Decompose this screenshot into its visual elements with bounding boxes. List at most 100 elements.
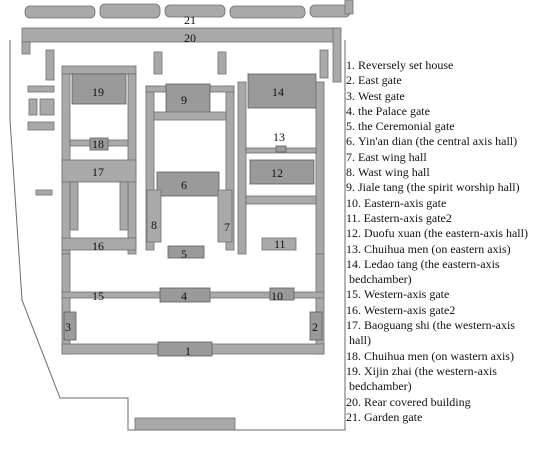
annex-block [27,85,55,93]
legend-text: Duofu xuan (the eastern-axis hall) [364,226,528,241]
legend-text: Xijin zhai (the western-axis [364,363,497,378]
annex-block [28,98,38,116]
plan-number-labels: 1 2 3 4 5 6 7 8 9 10 11 12 13 14 15 16 1… [65,13,318,358]
legend-item: 21.Garden gate [346,410,528,425]
plan-label-3: 3 [65,320,71,334]
annex-block [45,49,55,81]
rear-covered-building [21,27,342,83]
garden-rock [164,4,226,18]
legend-text: Reversely set house [358,58,454,72]
plan-label-13: 13 [273,130,285,144]
building-8 [146,189,162,243]
legend-index: 5. [346,119,355,134]
building-9 [165,83,211,115]
annex-block [27,121,55,131]
building-17 [61,159,137,183]
building-20 [21,27,341,43]
legend-index: 13. [346,241,361,256]
legend-item: 16.Western-axis gate2 [346,303,528,318]
legend-text: Western-axis gate [364,287,450,302]
garden-rock [24,5,96,19]
legend-index: 3. [346,88,355,103]
plan-label-1: 1 [185,344,191,358]
front-courtyard [61,253,325,357]
south-outbuilding [134,417,236,431]
legend-index: 10. [346,195,361,210]
building-7 [217,189,233,243]
plan-label-20: 20 [184,31,196,45]
legend-text: Chuihua men (on wastern axis) [364,348,514,363]
legend-index: 14. [346,256,361,271]
legend-index: 6. [346,134,355,149]
west-courtyard-wall [119,181,129,231]
plan-label-2: 2 [312,320,318,334]
legend-item: hall) [346,333,528,348]
legend-item: 19.Xijin zhai (the western-axis [346,364,528,379]
plan-label-12: 12 [271,166,283,180]
plan-label-8: 8 [151,218,157,232]
legend-item: 8.Wast wing hall [346,165,528,180]
legend-index: 11. [346,210,361,225]
legend-index: 20. [346,394,361,409]
building-13 [275,145,287,153]
legend-text: Western-axis gate2 [364,302,456,317]
west-top-wall [61,65,137,75]
annex-block [39,98,55,116]
legend-index: 19. [346,363,361,378]
building-3 [63,311,77,341]
building-6 [156,171,220,197]
legend-index: 21. [346,409,361,424]
garden-post [344,0,354,15]
building-4 [159,287,211,303]
eastern-axis [237,73,325,255]
plan-label-10: 10 [271,289,283,303]
west-annex [27,49,329,196]
plan-label-14: 14 [272,85,284,99]
legend-text: Garden gate [364,409,423,424]
legend-item: 11.Eastern-axis gate2 [346,211,528,226]
legend-text: the Ceremonial gate [358,119,455,134]
legend-index: 2. [346,73,355,88]
plan-label-4: 4 [181,289,187,303]
legend-item: 20.Rear covered building [346,395,528,410]
legend-item: 5.the Ceremonial gate [346,119,528,134]
legend-index: 12. [346,226,361,241]
building-14 [247,73,317,109]
central-inner-wall [153,111,227,121]
plan-label-11: 11 [274,237,286,251]
building-2 [309,311,323,341]
legend-text: hall) [349,333,371,348]
legend-item: 18.Chuihua men (on wastern axis) [346,349,528,364]
legend-text: Jiale tang (the spirit worship hall) [358,180,520,195]
legend-item: 10.Eastern-axis gate [346,196,528,211]
building-5 [167,245,205,259]
western-axis [61,65,137,255]
legend-item: 1.Reversely set house [346,58,528,73]
annex-block [319,49,329,79]
building-10 [269,287,295,301]
plan-label-19: 19 [92,85,104,99]
plan-label-7: 7 [224,220,230,234]
east-inner-wall-2 [245,195,317,205]
west-courtyard-wall [69,181,79,231]
legend-item: 7.East wing hall [346,150,528,165]
legend-index: 4. [346,103,355,118]
annex-block [153,51,163,75]
legend-text: Ledao tang (the eastern-axis [364,256,500,271]
legend-item: 4.the Palace gate [346,104,528,119]
east-compound-east-wall [315,81,325,255]
legend-index: 1. [346,58,355,72]
legend-text: Wast wing hall [358,165,430,180]
legend-item: 2.East gate [346,73,528,88]
building-18 [89,137,109,151]
garden-rock [229,5,306,19]
garden-strip [24,0,354,19]
legend-text: Baoguang shi (the western-axis [364,318,515,333]
plan-label-18: 18 [92,137,104,151]
plan-label-21: 21 [184,13,196,27]
legend-item: 15.Western-axis gate [346,287,528,302]
building-11 [261,237,297,251]
annex-block [35,189,53,196]
legend-text: East wing hall [358,149,427,164]
legend-text: Eastern-axis gate [364,195,447,210]
